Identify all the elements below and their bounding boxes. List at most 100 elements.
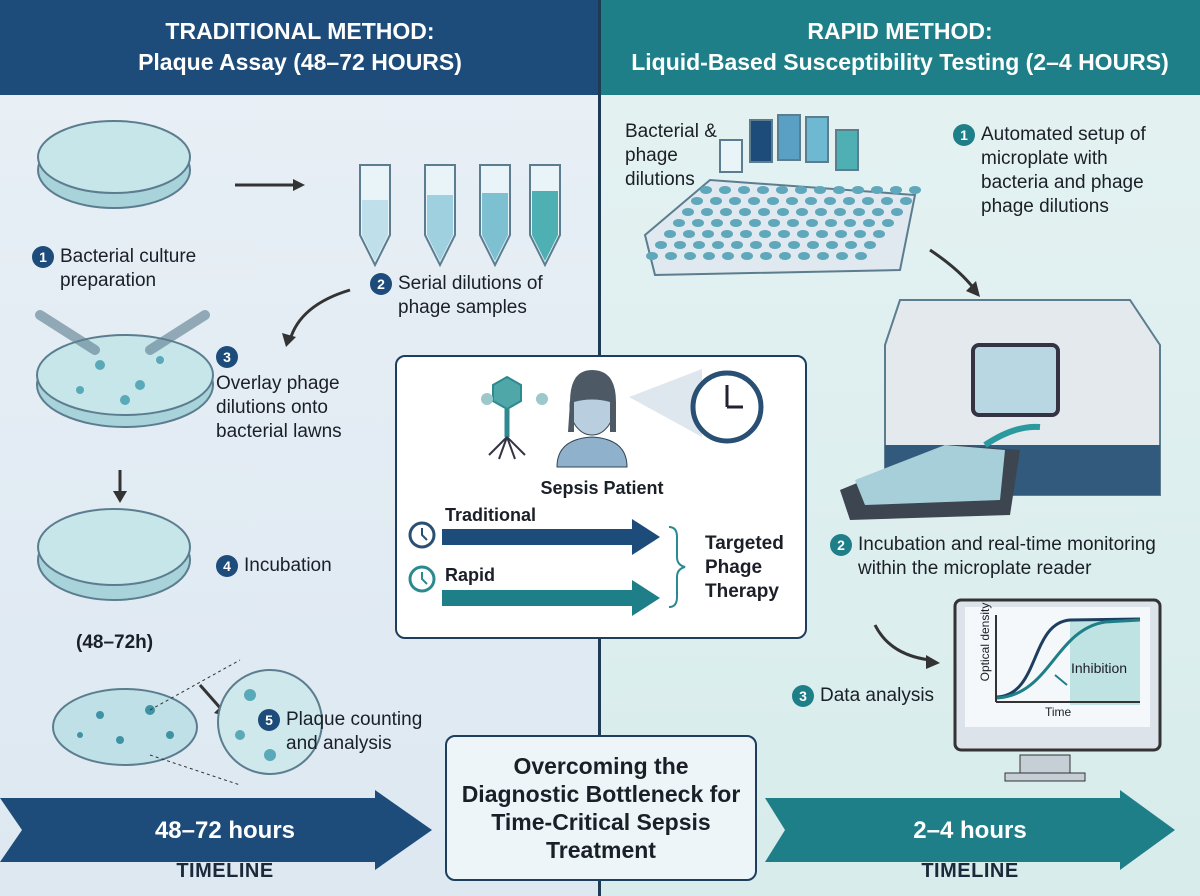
microplate-well xyxy=(757,186,769,194)
microplate-well xyxy=(805,197,817,205)
microplate-well xyxy=(863,219,875,227)
summary-text: Overcoming the Diagnostic Bottleneck for… xyxy=(461,753,741,863)
header-title: RAPID METHOD: xyxy=(807,18,993,44)
microplate-well xyxy=(843,197,855,205)
microplate-well xyxy=(864,241,876,249)
microplate-well xyxy=(900,197,912,205)
step-text: Data analysis xyxy=(820,685,935,706)
microplate-well xyxy=(882,219,894,227)
microplate-well xyxy=(834,208,846,216)
microplate-well xyxy=(825,219,837,227)
microplate-well xyxy=(655,241,667,249)
rapid-timeline-arrow xyxy=(765,790,1175,870)
step-number: 3 xyxy=(792,685,814,707)
microplate-well xyxy=(769,241,781,249)
microplate-well xyxy=(833,186,845,194)
microplate-well xyxy=(798,252,810,260)
microplate-well xyxy=(778,230,790,238)
microplate-well xyxy=(683,230,695,238)
microplate-well xyxy=(797,230,809,238)
timeline-label: TIMELINE xyxy=(921,860,1019,882)
microplate-well xyxy=(814,186,826,194)
microplate-well xyxy=(807,241,819,249)
sepsis-comparison-box: Sepsis Patient Traditional Rapid Targete… xyxy=(395,355,807,639)
microplate-well xyxy=(854,230,866,238)
microplate-well xyxy=(788,241,800,249)
microplate-well xyxy=(816,230,828,238)
step-text: Bacterial culture preparation xyxy=(60,246,197,291)
traditional-duration: 48–72 hours xyxy=(154,817,296,844)
microplate-well xyxy=(826,241,838,249)
vials-icon xyxy=(719,114,859,173)
microplate-well xyxy=(711,219,723,227)
microplate-well xyxy=(758,208,770,216)
arrow-down-icon xyxy=(113,470,127,503)
microplate-well xyxy=(741,252,753,260)
rapid-header: RAPID METHOD:Liquid-Based Susceptibility… xyxy=(600,0,1200,95)
traditional-header: TRADITIONAL METHOD:Plaque Assay (48–72 H… xyxy=(0,0,600,95)
outcome-label: Targeted Phage Therapy xyxy=(705,533,784,602)
microplate-well xyxy=(739,208,751,216)
microplate-well xyxy=(750,241,762,249)
microplate-well xyxy=(712,241,724,249)
microplate-well xyxy=(824,197,836,205)
microplate-well xyxy=(673,219,685,227)
microplate-well xyxy=(730,219,742,227)
microplate-well xyxy=(748,197,760,205)
microplate-well xyxy=(729,197,741,205)
microplate-well xyxy=(674,241,686,249)
patient-label: Sepsis Patient xyxy=(540,478,664,498)
microplate-well xyxy=(853,208,865,216)
microplate-well xyxy=(845,241,857,249)
microplate-well xyxy=(701,208,713,216)
microplate-well xyxy=(682,208,694,216)
microplate-well xyxy=(779,252,791,260)
step-number: 2 xyxy=(830,534,852,556)
microplate-well xyxy=(700,186,712,194)
microplate-well xyxy=(738,186,750,194)
microplate-well xyxy=(721,230,733,238)
rapid-clock-icon xyxy=(408,565,436,593)
microplate-well xyxy=(862,197,874,205)
microplate-well xyxy=(852,186,864,194)
microplate-well xyxy=(646,252,658,260)
petri-dish-icon xyxy=(37,120,191,209)
microplate-well xyxy=(881,197,893,205)
monitor-icon xyxy=(953,598,1162,782)
microplate-well xyxy=(776,186,788,194)
traditional-clock-icon xyxy=(408,521,436,549)
traditional-timeline-arrow xyxy=(0,790,432,870)
step-number: 5 xyxy=(258,709,280,731)
microplate-reader-icon xyxy=(840,299,1161,520)
microplate-well xyxy=(702,230,714,238)
step-number: 1 xyxy=(953,124,975,146)
step-number: 2 xyxy=(370,273,392,295)
microplate-well xyxy=(665,252,677,260)
microplate-well xyxy=(836,252,848,260)
brace-icon xyxy=(668,526,686,608)
microplate-well xyxy=(815,208,827,216)
chart-annotation: Inhibition xyxy=(1071,660,1128,676)
microplate-icon xyxy=(643,178,921,277)
microplate-well xyxy=(722,252,734,260)
chart-x-label: Time xyxy=(1045,705,1072,719)
microplate-well xyxy=(835,230,847,238)
microplate-well xyxy=(817,252,829,260)
patient-icon xyxy=(556,370,628,468)
step-number: 3 xyxy=(216,346,238,368)
microplate-well xyxy=(703,252,715,260)
microplate-well xyxy=(710,197,722,205)
microplate-well xyxy=(872,208,884,216)
dilutions-label: Bacterial & phage dilutions xyxy=(625,121,717,190)
microplate-well xyxy=(719,186,731,194)
rapid-label: Rapid xyxy=(445,565,496,585)
incubation-time: (48–72h) xyxy=(76,632,154,653)
arrow-icon xyxy=(929,248,977,291)
incubation-dish-icon xyxy=(37,508,191,601)
microplate-well xyxy=(871,186,883,194)
microplate-well xyxy=(740,230,752,238)
rapid-illustrations xyxy=(643,114,1162,782)
